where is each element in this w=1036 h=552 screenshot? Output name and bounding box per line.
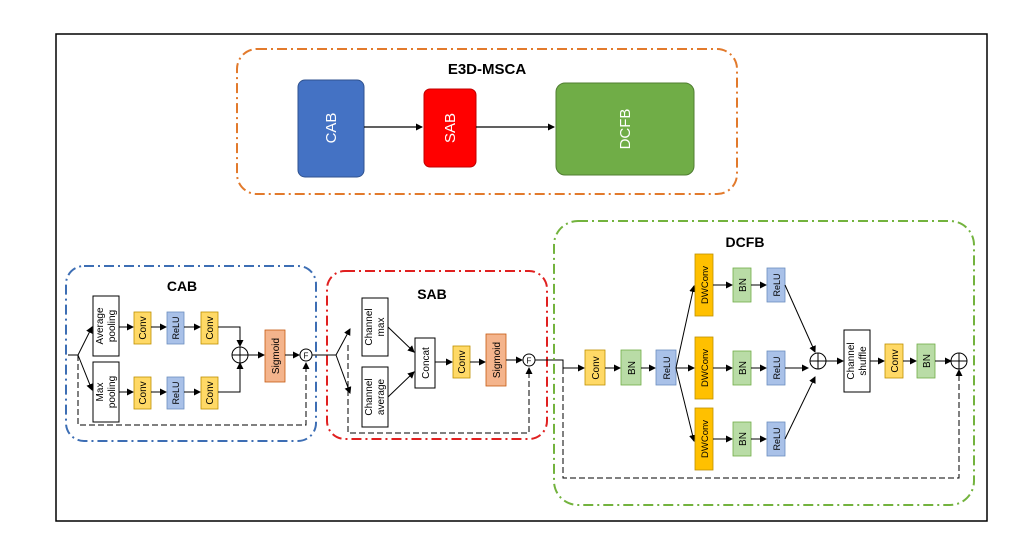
cab-arrow-to-max xyxy=(77,354,94,391)
sab-arrow-to-concat xyxy=(387,371,415,398)
sab-group: SAB Channel max Channel average Concat C… xyxy=(326,270,548,440)
dcfb-bn-label: BN xyxy=(738,278,749,292)
sab-conv-label: Conv xyxy=(457,350,468,373)
dcfb-shuffle-box xyxy=(843,329,871,393)
cab-arrow-to-sum xyxy=(218,362,244,393)
sab-concat-box xyxy=(414,337,436,389)
cab-conv-label: Conv xyxy=(138,316,149,339)
cab-avg-pool-line2: pooling xyxy=(107,310,118,342)
cab-avg-pool-line1: Average xyxy=(95,307,106,345)
cab-group: CAB Average pooling Max pooling Conv ReL… xyxy=(65,265,317,442)
dcfb-dwconv-label: DWConv xyxy=(700,349,711,387)
cab-conv-box xyxy=(200,376,219,410)
sab-to-dcfb-line xyxy=(535,359,585,372)
dcfb-title: DCFB xyxy=(726,234,765,250)
dcfb-relu-label: ReLU xyxy=(772,356,782,379)
outer-frame xyxy=(55,33,988,522)
dcfb-arrow-to-sum xyxy=(784,376,816,440)
dcfb-relu-label: ReLU xyxy=(772,427,782,450)
cab-relu-label: ReLU xyxy=(171,381,181,404)
dcfb-bn-label: BN xyxy=(627,361,638,375)
cab-relu-label: ReLU xyxy=(171,316,181,339)
cab-skip-connection xyxy=(77,355,310,426)
dcfb-branch-arrow-bot xyxy=(675,367,696,442)
cab-max-pool-line2: pooling xyxy=(107,376,118,408)
top-cab-label: CAB xyxy=(323,113,340,144)
sab-title: SAB xyxy=(417,286,447,302)
cab-arrow-to-sum xyxy=(218,326,244,347)
cab-arrow-to-avg xyxy=(77,326,93,356)
cab-title: CAB xyxy=(167,278,197,294)
dcfb-arrow-to-sum xyxy=(784,284,816,353)
sab-arrow-to-max xyxy=(335,328,351,356)
dcfb-conv-label: Conv xyxy=(890,349,901,372)
cab-conv-label: Conv xyxy=(138,381,149,404)
dcfb-relu-label: ReLU xyxy=(662,356,672,379)
sab-channel-max-box xyxy=(361,297,389,357)
dcfb-dwconv-label: DWConv xyxy=(700,266,711,304)
cab-relu-box xyxy=(166,376,185,410)
sab-channel-max-line1: Channel xyxy=(364,308,375,345)
dcfb-group: DCFB Conv BN ReLU DWConv BN ReLU DWConv … xyxy=(553,220,975,506)
cab-sigmoid-label: Sigmoid xyxy=(271,338,282,374)
dcfb-branch-arrow-top xyxy=(675,285,697,369)
sab-channel-avg-line2: average xyxy=(376,378,387,415)
sab-arrow-to-concat xyxy=(387,326,415,353)
dcfb-shuffle-line1: Channel xyxy=(846,342,857,379)
cab-max-pool-box xyxy=(92,361,120,423)
top-dcfb-label: DCFB xyxy=(617,109,634,150)
cab-border xyxy=(65,265,317,442)
cab-f-label: F xyxy=(304,352,309,361)
sab-concat-label: Concat xyxy=(421,347,432,379)
cab-avg-pool-box xyxy=(92,295,120,357)
dcfb-conv-label: Conv xyxy=(591,356,602,379)
sab-skip-connection xyxy=(347,345,533,434)
cab-conv-box xyxy=(133,311,152,345)
sab-channel-max-line2: max xyxy=(376,318,387,337)
top-dcfb-block xyxy=(555,82,695,176)
top-sab-label: SAB xyxy=(442,113,459,143)
e3d-msca-group: E3D-MSCA CAB SAB DCFB xyxy=(236,48,738,195)
top-sab-block xyxy=(423,88,477,168)
sab-sigmoid-label: Sigmoid xyxy=(492,342,503,378)
dcfb-bn-label: BN xyxy=(738,361,749,375)
cab-sigmoid-box xyxy=(264,329,286,383)
dcfb-shuffle-line2: shuffle xyxy=(858,346,869,376)
sab-f-label: F xyxy=(527,357,532,366)
sab-channel-avg-line1: Channel xyxy=(364,378,375,415)
sab-border xyxy=(326,270,548,440)
cab-conv-box xyxy=(133,376,152,410)
dcfb-bn-label: BN xyxy=(922,354,933,368)
dcfb-skip-connection xyxy=(562,368,963,479)
dcfb-dwconv-label: DWConv xyxy=(700,420,711,458)
dcfb-bn-label: BN xyxy=(738,432,749,446)
cab-conv-label: Conv xyxy=(205,381,216,404)
e3d-msca-title: E3D-MSCA xyxy=(448,61,527,78)
e3d-msca-border xyxy=(236,48,738,195)
dcfb-border xyxy=(553,220,975,506)
cab-conv-label: Conv xyxy=(205,316,216,339)
top-cab-block xyxy=(297,79,365,178)
cab-conv-box xyxy=(200,311,219,345)
dcfb-relu-label: ReLU xyxy=(772,273,782,296)
cab-relu-box xyxy=(166,311,185,345)
cab-max-pool-line1: Max xyxy=(95,383,106,402)
